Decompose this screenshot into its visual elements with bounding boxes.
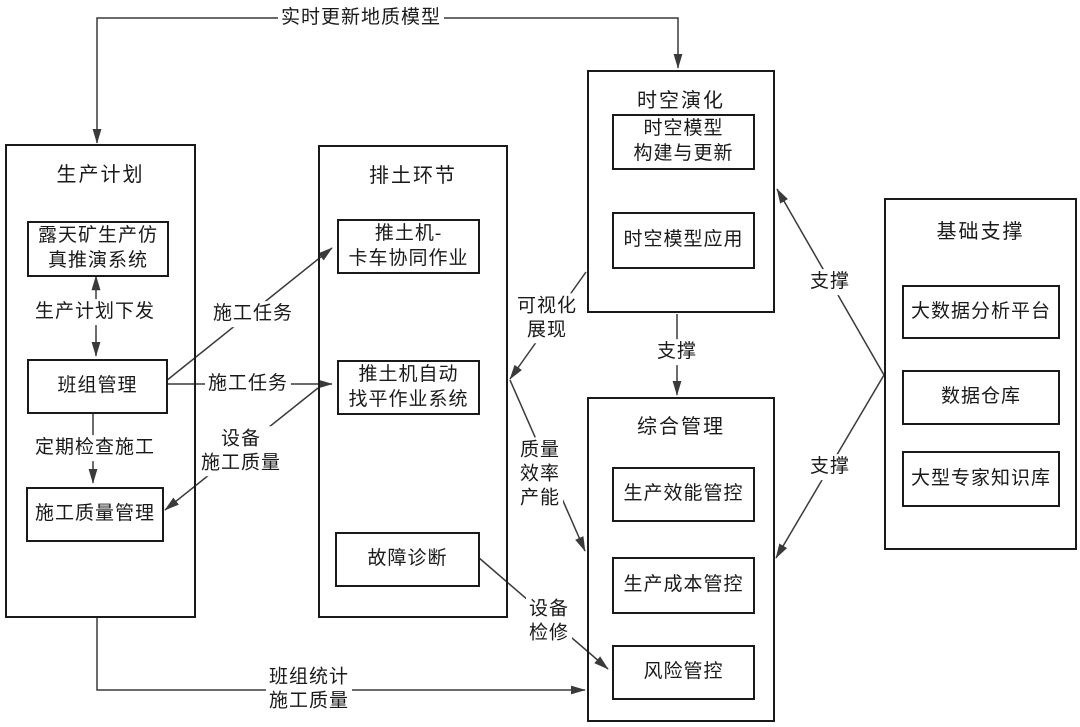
group-production-plan: 生产计划 露天矿生产仿 真推演系统 班组管理 施工质量管理 — [5, 144, 196, 618]
group-title-foundation-support: 基础支撑 — [936, 221, 1025, 243]
edge-label-equip-quality: 设备 施工质量 — [197, 426, 285, 476]
group-dumping: 排土环节 推土机- 卡车协同作业 推土机自动 找平作业系统 故障诊断 — [318, 145, 508, 618]
box-bigdata-platform: 大数据分析平台 — [902, 285, 1060, 339]
box-construction-quality-management: 施工质量管理 — [26, 487, 164, 542]
edge-label-visualization: 可视化 展现 — [513, 293, 581, 343]
edge-label-support-upper: 支撑 — [806, 269, 854, 295]
box-dozer-truck-cooperation: 推土机- 卡车协同作业 — [337, 219, 480, 274]
edge-label-team-stats: 班组统计 施工质量 — [265, 664, 353, 714]
group-title-spatiotemporal: 时空演化 — [637, 90, 725, 112]
edge-label-task-1: 施工任务 — [209, 301, 297, 327]
box-simulation-system: 露天矿生产仿 真推演系统 — [27, 221, 169, 277]
box-fault-diagnosis: 故障诊断 — [335, 532, 480, 587]
group-spatiotemporal: 时空演化 时空模型 构建与更新 时空模型应用 — [587, 70, 775, 313]
group-title-dumping: 排土环节 — [369, 165, 457, 187]
group-foundation-support: 基础支撑 大数据分析平台 数据仓库 大型专家知识库 — [884, 198, 1077, 550]
edge-label-equip-repair: 设备 检修 — [525, 596, 573, 646]
group-title-comprehensive-management: 综合管理 — [637, 416, 725, 438]
box-model-application: 时空模型应用 — [612, 212, 755, 269]
edge-label-support-lower: 支撑 — [806, 454, 854, 480]
box-production-efficiency-control: 生产效能管控 — [612, 467, 755, 522]
group-title-production-plan: 生产计划 — [56, 164, 145, 186]
edge-label-quality-efficiency-capacity: 质量 效率 产能 — [516, 437, 564, 511]
edge-label-periodic-check: 定期检查施工 — [31, 435, 159, 461]
box-risk-control: 风险管控 — [612, 645, 755, 700]
edge-label-plan-dispatch: 生产计划下发 — [31, 299, 159, 325]
box-team-management: 班组管理 — [27, 359, 168, 414]
box-expert-knowledge-base: 大型专家知识库 — [902, 451, 1060, 507]
edge-label-support-vertical: 支撑 — [653, 339, 701, 365]
edge-team-stats — [96, 618, 586, 695]
box-model-build-update: 时空模型 构建与更新 — [612, 114, 755, 170]
group-comprehensive-management: 综合管理 生产效能管控 生产成本管控 风险管控 — [587, 397, 775, 722]
box-production-cost-control: 生产成本管控 — [612, 557, 755, 614]
edge-label-realtime-geo: 实时更新地质模型 — [277, 5, 445, 31]
box-data-warehouse: 数据仓库 — [902, 370, 1060, 425]
box-auto-leveling-system: 推土机自动 找平作业系统 — [337, 360, 480, 415]
edge-label-task-2: 施工任务 — [204, 371, 292, 397]
